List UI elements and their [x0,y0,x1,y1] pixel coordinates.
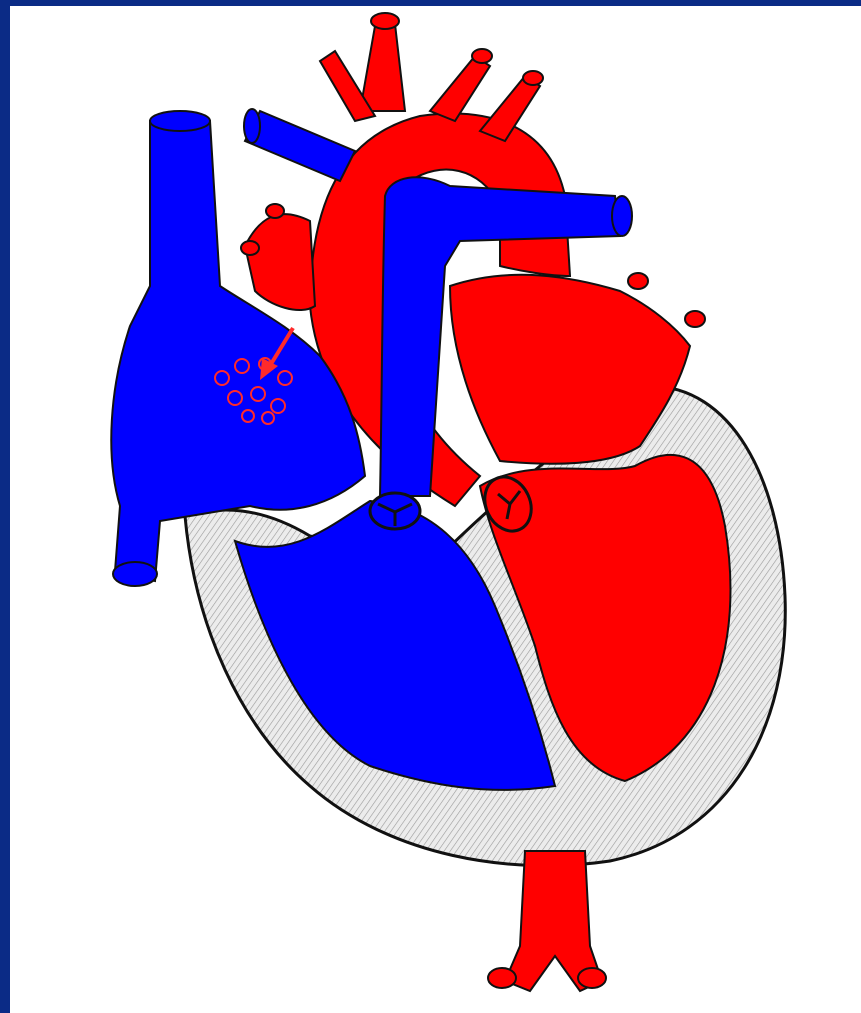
superior-vena-cava-end [150,111,210,131]
aortic-branch-2 [430,56,490,121]
pulmonary-artery-left-branch [245,111,355,181]
pulmonary-artery-left-end [244,109,260,143]
aorta-branch-right [578,968,606,988]
diagram-canvas [10,6,861,1013]
pulmonary-vein-3 [266,204,284,218]
aorta-branch-left [488,968,516,988]
aortic-branch-2-end [472,49,492,63]
heart-diagram [10,6,861,1013]
pulmonary-valve [370,493,420,529]
aortic-branch-1 [360,24,405,111]
pulmonary-artery-right-end [612,196,632,236]
aortic-branch-1-end [371,13,399,29]
pulmonary-vein-4 [241,241,259,255]
pulmonary-vein-2 [685,311,705,327]
inferior-vena-cava-end [113,562,157,586]
pulmonary-vein-1 [628,273,648,289]
right-pulmonary-veins [245,214,315,310]
aortic-branch-3-end [523,71,543,85]
